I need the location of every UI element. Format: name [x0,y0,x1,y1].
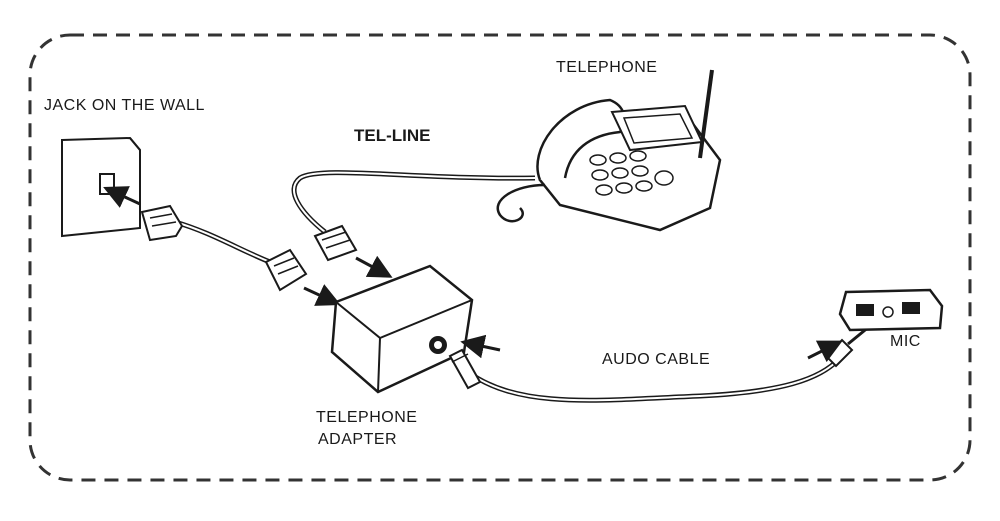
label-tel-line: TEL-LINE [354,126,431,145]
telephone [496,69,722,232]
arrow-into-adapter-left [303,284,341,306]
telephone-adapter [330,264,474,394]
plug-adapter-left [264,248,308,292]
label-telephone-adapter-line1: TELEPHONE [316,409,418,426]
wall-jack [61,136,141,238]
arrow-into-jack [103,186,141,208]
audio-plug-adapter [448,348,482,390]
mic-device [838,288,944,332]
dashed-border [28,33,972,482]
arrow-audio-into-adapter [460,334,501,359]
label-telephone-adapter-line2: ADAPTER [318,431,398,448]
label-jack-on-the-wall: JACK ON THE WALL [44,97,205,114]
label-mic: MIC [890,333,921,350]
audio-plug-mic [824,324,871,368]
label-telephone: TELEPHONE [556,59,658,76]
plug-tel-line [313,224,358,262]
label-audio-cable: AUDO CABLE [602,351,711,368]
arrow-into-adapter-top [355,255,393,278]
arrow-audio-into-mic [807,340,843,363]
plug-wall [140,204,184,242]
